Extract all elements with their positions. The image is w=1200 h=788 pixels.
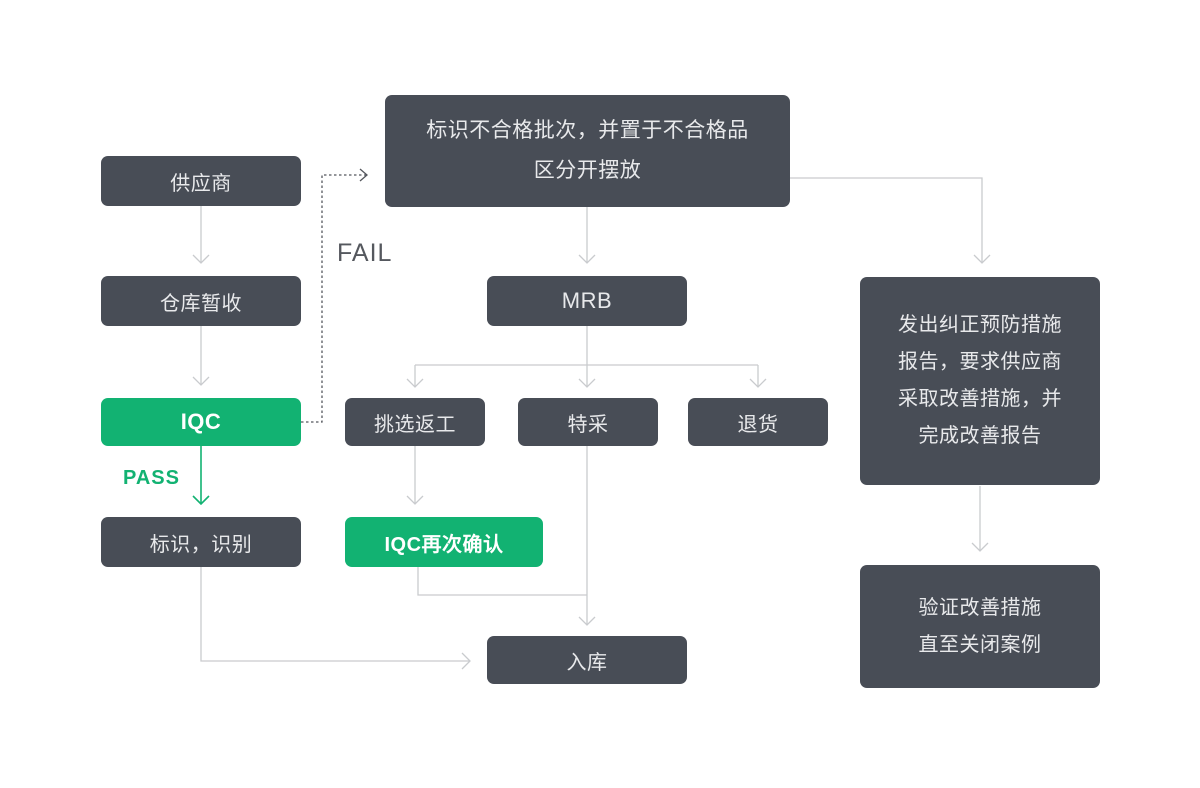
node-reject-area-line1: 标识不合格批次，并置于不合格品 [426,119,749,142]
node-reject-area: 标识不合格批次，并置于不合格品 区分开摆放 [385,95,790,207]
node-reject-area-line2: 区分开摆放 [533,159,642,182]
node-iqc-reconfirm: IQC再次确认 [345,517,543,567]
arrowhead-mrb-to-specialaccept [578,378,596,388]
node-capa-line2: 报告，要求供应商 [898,351,1062,373]
node-capa-line3: 采取改善措施，并 [898,388,1062,410]
node-capa-line1: 发出纠正预防措施 [898,314,1062,336]
arrow-iqc-to-reject-fail [301,174,366,423]
node-return-goods-label: 退货 [737,413,779,436]
node-verify-close-line2: 直至关闭案例 [918,633,1042,656]
node-sort-rework: 挑选返工 [345,398,485,446]
node-verify-close-line1: 验证改善措施 [918,596,1042,619]
node-special-accept-label: 特采 [567,413,609,436]
arrowhead-specialaccept-to-warehousein [578,616,596,626]
node-mrb: MRB [487,276,687,326]
node-mrb-label: MRB [561,288,613,313]
arrow-mark-to-warehousein [200,567,470,662]
node-iqc: IQC [101,398,301,446]
arrowhead-mrb-to-sortrework [406,378,424,388]
line-reconfirm-merge [417,567,587,596]
edge-label-pass: PASS [123,467,180,489]
arrow-reject-to-capa [790,177,983,263]
node-supplier-label: 供应商 [170,172,232,195]
arrowhead-reject-to-capa [973,254,991,264]
arrowhead-mark-to-warehousein [461,652,471,670]
node-warehouse-receive-label: 仓库暂收 [160,292,242,315]
arrowhead-iqc-to-mark-pass [192,495,210,506]
node-warehouse-in-label: 入库 [566,651,608,674]
arrowhead-sortrework-to-reconfirm [406,495,424,505]
arrowhead-capa-to-verify [971,542,989,552]
node-warehouse-receive: 仓库暂收 [101,276,301,326]
node-capa-line4: 完成改善报告 [918,425,1042,447]
arrowhead-iqc-to-reject-fail [359,168,368,182]
node-capa: 发出纠正预防措施 报告，要求供应商 采取改善措施，并 完成改善报告 [860,277,1100,485]
arrowhead-supplier-to-warehouse [192,254,210,264]
node-warehouse-in: 入库 [487,636,687,684]
edge-label-fail: FAIL [337,239,393,267]
node-return-goods: 退货 [688,398,828,446]
arrowhead-mrb-to-returngoods [749,378,767,388]
node-sort-rework-label: 挑选返工 [374,413,456,436]
node-mark-identify: 标识，识别 [101,517,301,567]
node-supplier: 供应商 [101,156,301,206]
node-verify-close: 验证改善措施 直至关闭案例 [860,565,1100,688]
line-mrb-split [415,326,758,366]
node-mark-identify-label: 标识，识别 [149,533,253,556]
node-special-accept: 特采 [518,398,658,446]
node-iqc-reconfirm-label: IQC再次确认 [384,533,504,556]
node-iqc-label: IQC [180,409,222,434]
arrowhead-warehouse-to-iqc [192,376,210,386]
arrowhead-reject-to-mrb [578,254,596,264]
